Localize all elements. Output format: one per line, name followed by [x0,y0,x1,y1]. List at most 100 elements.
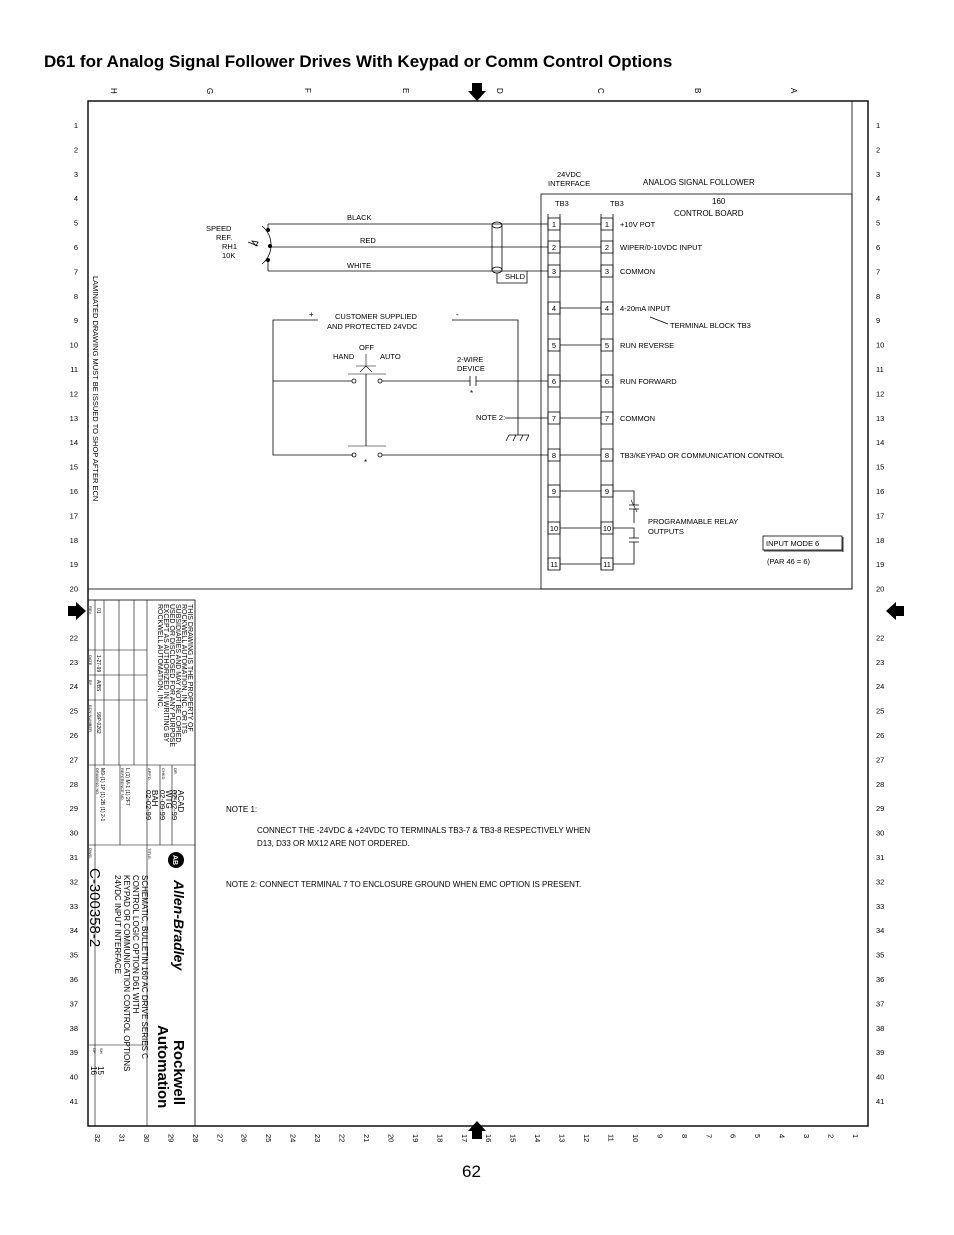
row-number-left: 35 [70,951,78,960]
svg-text:2-WIRE: 2-WIRE [457,355,483,364]
row-number-left: 15 [70,463,78,472]
brand-automation: Automation [154,1025,171,1108]
svg-text:SHLD: SHLD [505,272,526,281]
terminal-right-number: 5 [605,341,609,350]
row-number-left: 23 [70,658,78,667]
speed-ref-potentiometer: SPEED REF. RH1 10K [206,224,272,265]
bottom-number: 30 [142,1134,151,1142]
svg-text:OFF: OFF [359,343,374,352]
svg-text:ROCKWELL AUTOMATION, INC.: ROCKWELL AUTOMATION, INC. [156,604,163,709]
svg-text:*: * [470,389,473,398]
bottom-number: 20 [386,1134,395,1142]
svg-text:SH: SH [99,1048,104,1054]
terminal-function-label: WIPER/0-10VDC INPUT [620,243,703,252]
interface-header: 24VDC [557,170,582,179]
brand-rockwell: Rockwell [170,1040,187,1105]
bottom-number: 25 [264,1134,273,1142]
input-mode-box [762,535,843,551]
terminal-right-number: 10 [603,524,611,533]
row-number-right: 7 [876,267,880,276]
svg-text:CHKD.: CHKD. [161,768,166,780]
row-number-right: 28 [876,780,884,789]
column-letter: E [401,88,410,93]
terminal-left-number: 10 [550,524,558,533]
title-block-box [87,599,196,1127]
bottom-number: 18 [435,1134,444,1142]
bottom-number: 15 [509,1134,518,1142]
row-number-left: 24 [70,682,78,691]
supply-plus-wire [272,319,353,456]
svg-text:ECN NUMBER: ECN NUMBER [88,705,93,732]
row-number-left: 41 [70,1097,78,1106]
terminal-function-label: 4-20mA INPUT [620,304,671,313]
row-number-right: 36 [876,975,884,984]
row-number-right: 10 [876,341,884,350]
hand-off-auto-selector: OFF HAND AUTO * [273,343,548,467]
bottom-number: 13 [558,1134,567,1142]
terminal-left-number: 6 [552,377,556,386]
svg-text:DRAWING NO.: DRAWING NO. [95,768,100,795]
bottom-number: 6 [729,1134,738,1138]
row-number-left: 2 [74,145,78,154]
wire-label-red: RED [360,236,376,245]
row-numbers-right: 1234567891011121314151617181920222324252… [876,121,884,1106]
row-number-right: 3 [876,170,880,179]
svg-text:DATE: DATE [173,790,178,801]
terminal-left-number: 8 [552,451,556,460]
row-number-right: 33 [876,902,884,911]
bottom-number: 24 [289,1134,298,1142]
svg-text:REF.: REF. [216,233,232,242]
row-number-left: 7 [74,267,78,276]
svg-text:REV.: REV. [88,606,93,615]
svg-text:OUTPUTS: OUTPUTS [648,527,684,536]
row-number-right: 22 [876,633,884,642]
row-number-left: 18 [70,536,78,545]
row-number-right: 37 [876,999,884,1008]
drawing-frame [87,100,869,1127]
row-number-right: 11 [876,365,884,374]
row-number-left: 17 [70,511,78,520]
terminal-function-label: COMMON [620,267,655,276]
row-number-left: 36 [70,975,78,984]
row-number-left: 14 [70,438,78,447]
column-letter: D [495,88,504,94]
row-number-left: 39 [70,1048,78,1057]
row-number-right: 19 [876,560,884,569]
row-number-right: 16 [876,487,884,496]
svg-text:A/BS: A/BS [95,680,101,692]
svg-text:16: 16 [89,1066,98,1075]
supply-label-1: CUSTOMER SUPPLIED [335,312,418,321]
bottom-number: 7 [704,1134,713,1138]
row-number-left: 31 [70,853,78,862]
row-numbers-left: 1234567891011121314151617181920222324252… [70,121,78,1106]
svg-text:AUTO: AUTO [380,352,401,361]
svg-text:EXCEPT AS AUTHORIZED IN WRITIN: EXCEPT AS AUTHORIZED IN WRITING BY [162,604,169,743]
drawing-title-3: KEYPAD OR COMMUNICATION CONTROL OPTIONS [122,875,131,1071]
allen-bradley-logo [168,852,184,868]
note1-line1: CONNECT THE -24VDC & +24VDC TO TERMINALS… [257,826,590,835]
svg-text:USED OR DISCLOSED FOR ANY PURP: USED OR DISCLOSED FOR ANY PURPOSE [168,604,175,747]
row-number-left: 38 [70,1024,78,1033]
svg-text:PROGRAMMABLE RELAY: PROGRAMMABLE RELAY [648,517,738,526]
page-title: D61 for Analog Signal Follower Drives Wi… [44,52,673,71]
terminal-left-number: 9 [552,487,556,496]
drawing-title-2: CONTROL LOGIC OPTION D61 WITH [131,875,140,1014]
row-number-right: 9 [876,316,880,325]
row-number-left: 4 [74,194,78,203]
svg-text:15: 15 [96,1066,105,1075]
svg-text:OF: OF [92,1048,97,1054]
row-number-right: 38 [876,1024,884,1033]
svg-text:BAH: BAH [150,790,159,807]
terminal-right-number: 7 [605,414,609,423]
column-letter: B [693,88,702,93]
bottom-number: 1 [851,1134,860,1138]
drawing-number: C-300358-2 [86,868,103,947]
svg-text:01: 01 [95,608,101,614]
row-number-right: 23 [876,658,884,667]
side-note: LAMINATED DRAWING MUST BE ISSUED TO SHOP… [91,276,100,501]
row-number-right: 14 [876,438,884,447]
column-letter: G [205,88,214,94]
